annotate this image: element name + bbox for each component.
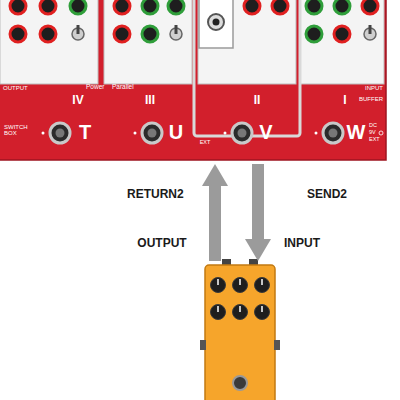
channel-label: U bbox=[169, 122, 183, 143]
footswitch-cap bbox=[56, 129, 65, 138]
signal-arrow bbox=[245, 164, 271, 261]
footswitch-ring bbox=[323, 123, 343, 143]
arrow-head bbox=[245, 239, 271, 261]
signal-arrow bbox=[202, 164, 228, 261]
arrow-head bbox=[202, 164, 228, 186]
knob-pointer bbox=[217, 306, 219, 312]
footswitch-cap bbox=[148, 129, 157, 138]
footswitch-dot bbox=[134, 132, 137, 135]
panel-label: Parallel bbox=[112, 84, 134, 91]
control-knob bbox=[168, 0, 184, 14]
switcher-unit: OUTPUTPowerParallelINPUTIVIIIIIIBUFFEREX… bbox=[0, 0, 386, 160]
channel-label: W bbox=[347, 122, 366, 143]
toggle-lever bbox=[369, 25, 372, 34]
pedal-footswitch bbox=[233, 376, 247, 390]
control-knob bbox=[334, 26, 350, 42]
pedal-knob bbox=[233, 305, 248, 320]
module-plate bbox=[300, 0, 384, 84]
arrow-shaft bbox=[209, 185, 221, 261]
signal-label: RETURN2 bbox=[126, 187, 185, 201]
control-knob bbox=[70, 0, 86, 14]
footswitch-dot bbox=[315, 132, 318, 135]
panel-label: SWITCH BOX bbox=[4, 124, 32, 137]
channel-label: IV bbox=[72, 94, 83, 107]
footswitch-dot bbox=[224, 132, 227, 135]
panel-label: EXT bbox=[200, 140, 211, 146]
pedal-body bbox=[205, 265, 275, 400]
channel-label: I bbox=[343, 94, 346, 107]
jack-box bbox=[199, 0, 233, 48]
module-frame bbox=[194, 0, 300, 136]
control-knob bbox=[40, 0, 56, 14]
control-knob bbox=[10, 26, 26, 42]
toggle-lever bbox=[175, 25, 178, 34]
pedal-knob bbox=[211, 305, 226, 320]
panel-label: OUTPUT bbox=[3, 85, 28, 91]
channel-label: V bbox=[259, 122, 272, 143]
polarity-symbol bbox=[379, 131, 383, 135]
pedal-side-jack bbox=[274, 340, 280, 350]
panel-label: BUFFER bbox=[359, 96, 383, 102]
control-knob bbox=[362, 0, 378, 14]
panel-label: Power bbox=[86, 84, 104, 91]
pedal-knob bbox=[233, 278, 248, 293]
footswitch-ring bbox=[50, 123, 70, 143]
pedal-side-jack bbox=[200, 340, 206, 350]
control-knob bbox=[10, 0, 26, 14]
footswitch-ring bbox=[142, 123, 162, 143]
pedal-knob bbox=[211, 278, 226, 293]
control-knob bbox=[40, 26, 56, 42]
jack-hole bbox=[213, 19, 220, 26]
footswitch-cap bbox=[329, 129, 338, 138]
jack-socket bbox=[208, 14, 224, 30]
panel-label: DC bbox=[369, 123, 377, 129]
control-knob bbox=[142, 0, 158, 14]
control-knob bbox=[334, 0, 350, 14]
knob-pointer bbox=[261, 279, 263, 285]
knob-pointer bbox=[217, 279, 219, 285]
toggle-lever bbox=[77, 25, 80, 34]
footswitch-cap bbox=[238, 129, 247, 138]
module-plate bbox=[0, 0, 98, 84]
channel-label: OUTPUT bbox=[137, 237, 186, 250]
channel-label: III bbox=[145, 94, 155, 107]
control-knob bbox=[114, 26, 130, 42]
panel-label: INPUT bbox=[365, 85, 383, 91]
effect-pedal: OUTPUTINPUT bbox=[205, 265, 275, 400]
panel-label: EXT bbox=[369, 137, 380, 143]
footswitch-ring bbox=[232, 123, 252, 143]
footswitch-dot bbox=[42, 132, 45, 135]
module-plate bbox=[104, 0, 192, 84]
channel-label: T bbox=[79, 122, 91, 143]
channel-label: II bbox=[254, 94, 261, 107]
knob-pointer bbox=[261, 306, 263, 312]
control-knob bbox=[244, 0, 260, 14]
signal-label: SEND2 bbox=[306, 187, 348, 201]
pedal-knob bbox=[255, 278, 270, 293]
pedal-knob bbox=[255, 305, 270, 320]
knob-pointer bbox=[239, 306, 241, 312]
panel-label: 9V bbox=[369, 130, 376, 136]
control-knob bbox=[114, 0, 130, 14]
module-plate bbox=[198, 0, 296, 84]
arrow-shaft bbox=[252, 164, 264, 240]
control-knob bbox=[306, 0, 322, 14]
channel-label: INPUT bbox=[284, 237, 320, 250]
control-knob bbox=[272, 0, 288, 14]
control-knob bbox=[306, 26, 322, 42]
control-knob bbox=[142, 26, 158, 42]
knob-pointer bbox=[239, 279, 241, 285]
